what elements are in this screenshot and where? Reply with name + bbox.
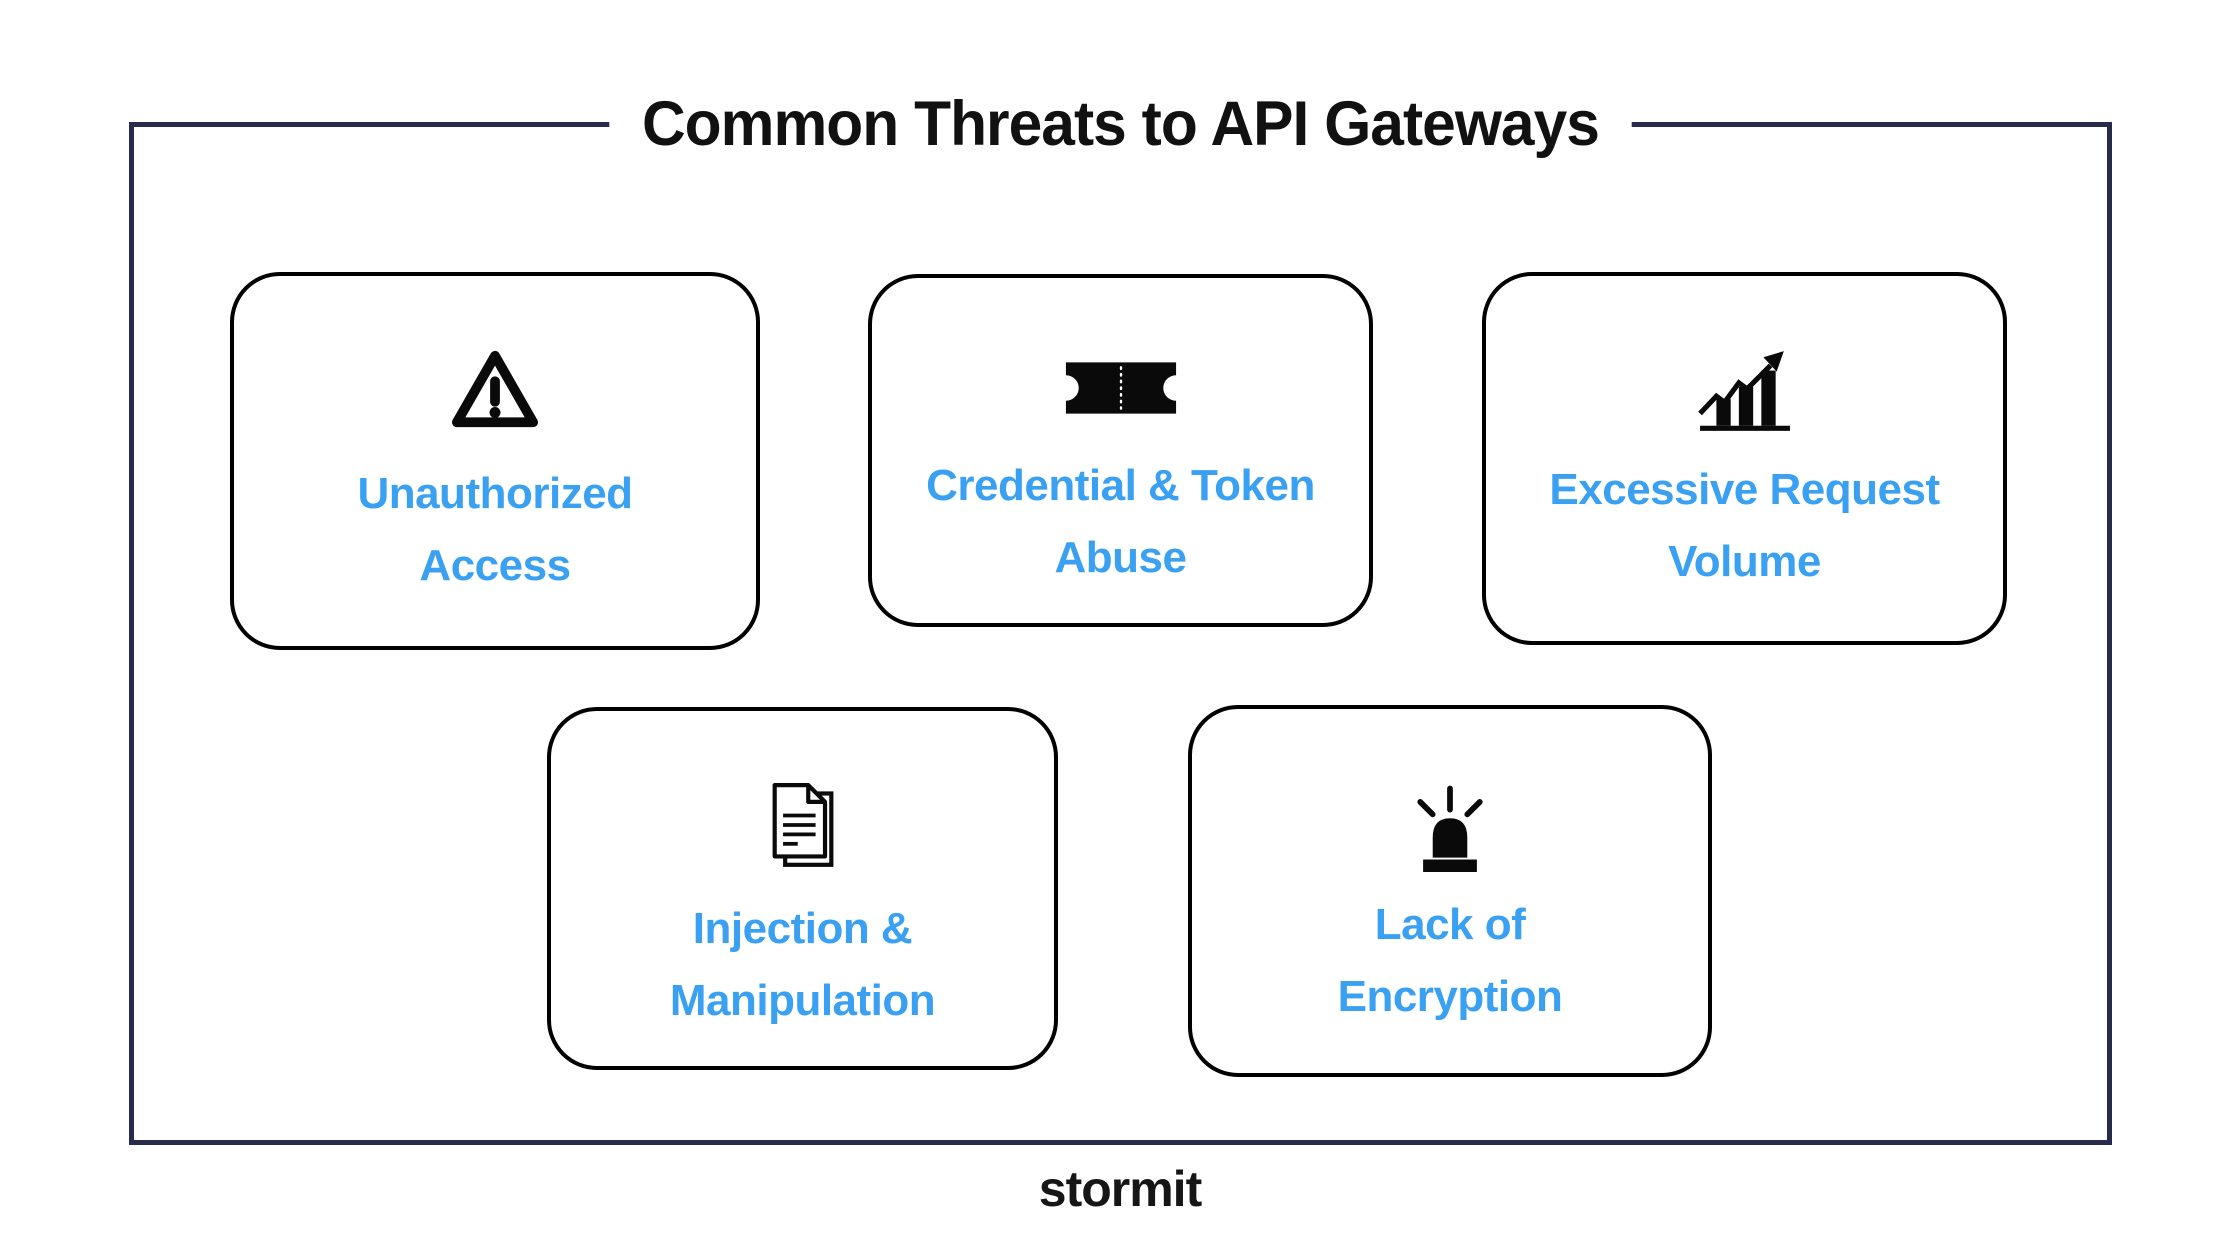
card-label-line1: Unauthorized	[357, 469, 633, 518]
card-label: Unauthorized Access	[234, 458, 756, 602]
card-label-line1: Excessive Request	[1549, 465, 1940, 514]
bar-chart-growth-icon	[1486, 331, 2003, 451]
card-label-line2: Access	[419, 541, 571, 590]
siren-icon	[1192, 764, 1708, 884]
card-label: Credential & Token Abuse	[872, 450, 1369, 594]
card-label-line2: Encryption	[1337, 972, 1563, 1021]
title-row: Common Threats to API Gateways	[134, 86, 2107, 162]
card-label-line2: Volume	[1668, 537, 1821, 586]
card-label-line1: Lack of	[1374, 900, 1526, 949]
page-title: Common Threats to API Gateways	[609, 86, 1632, 162]
card-label-line2: Abuse	[1054, 533, 1187, 582]
ticket-icon	[872, 328, 1369, 448]
card-label: Lack of Encryption	[1192, 889, 1708, 1033]
card-credential-token-abuse: Credential & Token Abuse	[868, 274, 1373, 627]
warning-triangle-icon	[234, 331, 756, 451]
outer-frame: Common Threats to API Gateways	[129, 86, 2112, 1145]
card-label-line2: Manipulation	[669, 976, 936, 1025]
card-excessive-request-volume: Excessive Request Volume	[1482, 272, 2007, 645]
card-injection-manipulation: Injection & Manipulation	[547, 707, 1058, 1070]
documents-icon	[551, 766, 1054, 886]
card-label: Injection & Manipulation	[551, 893, 1054, 1037]
card-label-line1: Credential & Token	[926, 461, 1315, 510]
card-label: Excessive Request Volume	[1486, 454, 2003, 598]
card-lack-of-encryption: Lack of Encryption	[1188, 705, 1712, 1077]
card-unauthorized-access: Unauthorized Access	[230, 272, 760, 650]
brand-logo-text: stormit	[1038, 1161, 1202, 1217]
card-label-line1: Injection &	[692, 904, 913, 953]
